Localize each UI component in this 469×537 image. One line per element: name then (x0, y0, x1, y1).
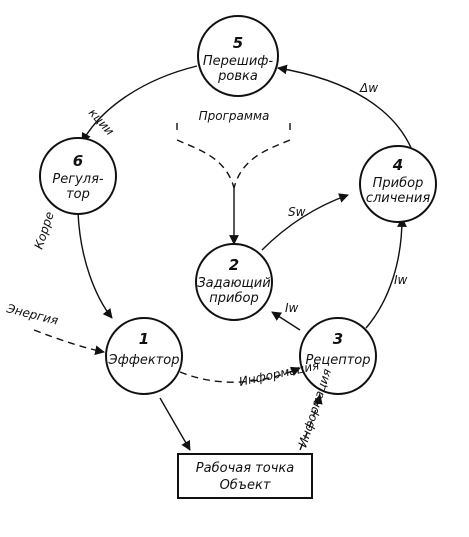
node-regulator: 6 Регуля- тор (39, 137, 117, 215)
label-correction-start: Корре (32, 210, 57, 251)
label-iw-to-comparator: Iw (394, 273, 408, 287)
node-recoder-number: 5 (233, 34, 243, 52)
label-correction-end: кции (86, 106, 117, 139)
label-information: Информация (238, 358, 321, 389)
node-setter-label-line2: прибор (209, 291, 258, 306)
program-funnel-right (233, 118, 291, 189)
edge-setter-to-comparator (261, 193, 349, 251)
node-setter: 2 Задающий прибор (195, 243, 273, 321)
label-energy: Энергия (4, 301, 59, 328)
node-comparator: 4 Прибор сличения (359, 145, 437, 223)
node-regulator-label-line2: тор (66, 187, 90, 202)
node-recoder-label-line2: ровка (217, 69, 258, 84)
edge-recoder-to-regulator (81, 65, 198, 143)
node-regulator-number: 6 (73, 152, 83, 170)
edge-receptor-to-comparator (365, 217, 407, 329)
edge-effector-to-receptor-information (179, 366, 301, 383)
node-effector-number: 1 (139, 330, 149, 348)
edge-comparator-to-recoder (277, 64, 413, 151)
node-effector-label-line1: Эффектор (108, 353, 180, 368)
edge-effector-to-object (159, 397, 191, 451)
edge-receptor-to-setter (271, 311, 301, 331)
node-recoder: 5 Перешиф- ровка (197, 15, 279, 97)
program-funnel-left (176, 118, 235, 189)
edge-object-to-receptor-information (299, 394, 323, 451)
node-receptor-label-line1: Рецептор (306, 353, 371, 368)
object-box-line1: Рабочая точка (196, 461, 294, 476)
node-recoder-label-line1: Перешиф- (203, 54, 273, 69)
edge-energy-input (33, 329, 105, 356)
node-receptor-number: 3 (333, 330, 343, 348)
edges (33, 64, 413, 451)
node-comparator-number: 4 (392, 156, 403, 174)
node-comparator-label-line1: Прибор (373, 176, 424, 191)
label-program: Программа (199, 109, 270, 123)
node-setter-number: 2 (229, 256, 239, 274)
label-delta-w: Δw (359, 81, 378, 95)
node-regulator-label-line1: Регуля- (52, 172, 103, 187)
object-box-line2: Объект (220, 478, 271, 493)
node-effector: 1 Эффектор (105, 317, 183, 395)
node-comparator-label-line2: сличения (366, 191, 431, 206)
object-box: Рабочая точка Объект (177, 453, 313, 499)
node-receptor: 3 Рецептор (299, 317, 377, 395)
node-setter-label-line1: Задающий (197, 276, 270, 291)
label-sw: Sw (288, 205, 306, 219)
label-iw-to-setter: Iw (285, 301, 299, 315)
edge-regulator-to-effector (77, 211, 113, 319)
